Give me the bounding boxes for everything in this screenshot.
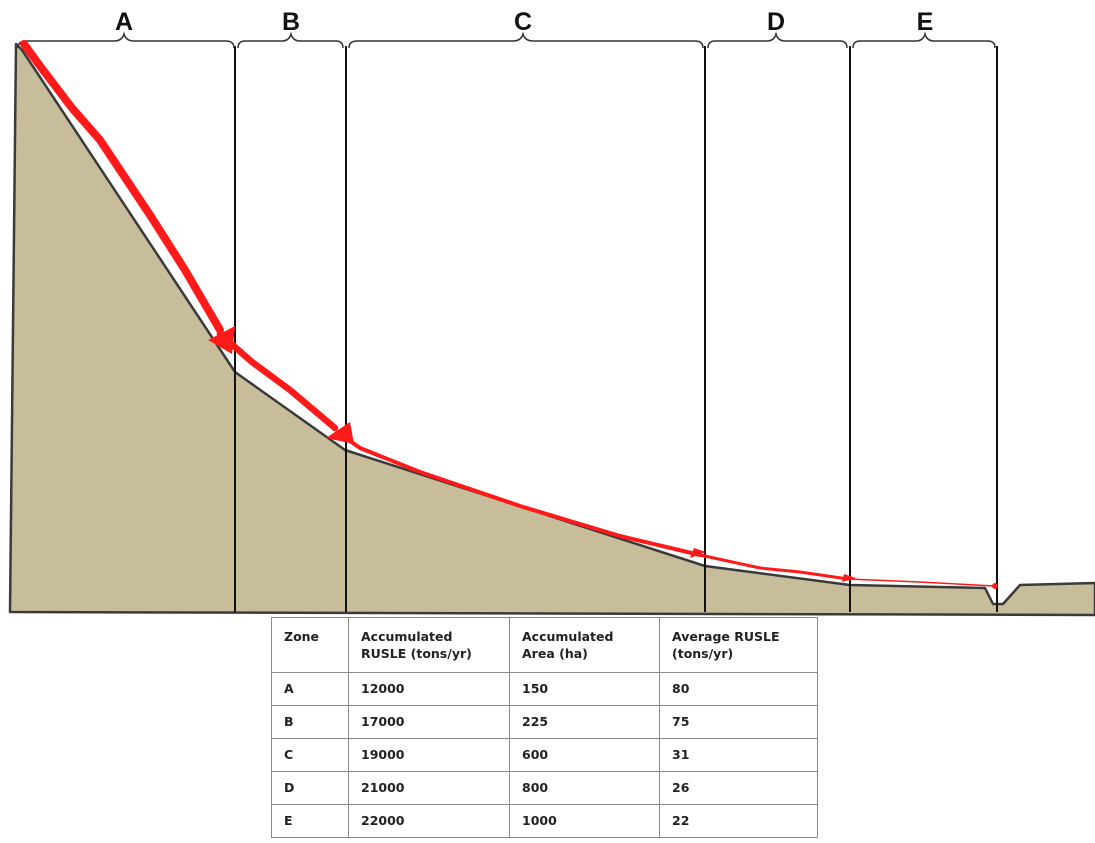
- cell-zone: C: [271, 738, 349, 772]
- zone-dividers: [234, 46, 998, 612]
- cell-accumulated-area: 600: [509, 738, 660, 772]
- brace-b: [237, 31, 344, 49]
- brace-c: [348, 31, 704, 49]
- flow-path: [20, 40, 995, 587]
- header-accumulated-rusle: Accumulated RUSLE (tons/yr): [348, 617, 510, 673]
- header-average-rusle: Average RUSLE (tons/yr): [659, 617, 818, 673]
- cell-zone: D: [271, 771, 349, 805]
- table-row: D 21000 800 26: [271, 771, 818, 805]
- cell-accumulated-area: 1000: [509, 804, 660, 838]
- brace-e: [852, 31, 996, 49]
- table-row: A 12000 150 80: [271, 672, 818, 706]
- cell-zone: A: [271, 672, 349, 706]
- cell-accumulated-rusle: 17000: [348, 705, 510, 739]
- zone-braces: [17, 31, 996, 49]
- cell-average-rusle: 26: [659, 771, 818, 805]
- brace-a: [17, 31, 235, 49]
- brace-d: [707, 31, 848, 49]
- cell-accumulated-area: 150: [509, 672, 660, 706]
- cell-average-rusle: 31: [659, 738, 818, 772]
- cell-average-rusle: 75: [659, 705, 818, 739]
- flow-segment-d: [698, 553, 850, 581]
- zone-label-d: D: [767, 8, 785, 36]
- terrain-profile: [8, 42, 1095, 617]
- table-header-row: Zone Accumulated RUSLE (tons/yr) Accumul…: [271, 617, 818, 673]
- cell-accumulated-rusle: 22000: [348, 804, 510, 838]
- hillslope-profile-diagram: A B C D E: [8, 8, 1095, 617]
- flow-arrow-b-icon: [326, 422, 354, 444]
- header-accumulated-area: Accumulated Area (ha): [509, 617, 660, 673]
- zone-label-e: E: [917, 8, 934, 36]
- cell-average-rusle: 80: [659, 672, 818, 706]
- cell-zone: B: [271, 705, 349, 739]
- header-zone: Zone: [271, 617, 349, 673]
- flow-segment-e: [847, 578, 995, 587]
- flow-arrow-a-icon: [208, 326, 235, 354]
- flow-end-point-icon: [992, 583, 998, 589]
- cell-accumulated-area: 800: [509, 771, 660, 805]
- flow-segment-a: [20, 40, 224, 334]
- flow-segment-c: [338, 432, 702, 557]
- zone-label-c: C: [514, 8, 532, 36]
- flow-arrow-c-icon: [690, 548, 706, 558]
- flow-arrow-d-icon: [842, 574, 856, 582]
- flow-segment-b: [216, 330, 339, 432]
- cell-accumulated-rusle: 21000: [348, 771, 510, 805]
- cell-average-rusle: 22: [659, 804, 818, 838]
- zone-label-b: B: [282, 8, 300, 36]
- cell-accumulated-rusle: 12000: [348, 672, 510, 706]
- rusle-zone-table: Zone Accumulated RUSLE (tons/yr) Accumul…: [271, 617, 818, 838]
- flow-arrows: [208, 326, 998, 589]
- table-row: C 19000 600 31: [271, 738, 818, 772]
- cell-zone: E: [271, 804, 349, 838]
- cell-accumulated-rusle: 19000: [348, 738, 510, 772]
- zone-label-a: A: [115, 8, 133, 36]
- table-row: E 22000 1000 22: [271, 804, 818, 838]
- cell-accumulated-area: 225: [509, 705, 660, 739]
- table-row: B 17000 225 75: [271, 705, 818, 739]
